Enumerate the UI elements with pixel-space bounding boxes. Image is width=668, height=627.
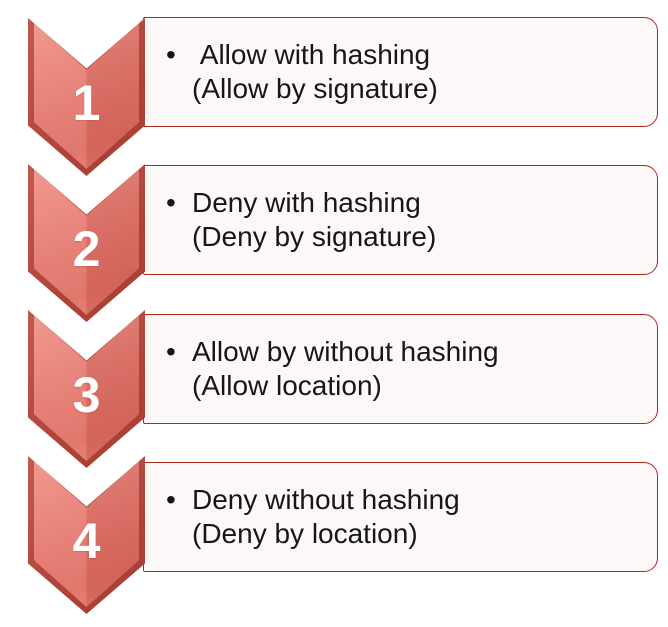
bullet-icon: • [166, 484, 176, 515]
text-box: • Deny with hashing (Deny by signature) [143, 165, 658, 275]
step-number: 4 [72, 513, 101, 570]
text-box: • Allow by without hashing (Allow locati… [143, 314, 658, 424]
step-number: 1 [72, 75, 101, 132]
step-text: Allow by without hashing (Allow location… [192, 336, 499, 401]
step-number: 3 [72, 367, 101, 424]
list-item: • Allow by without hashing (Allow locati… [166, 335, 499, 403]
step-chevron: 4 [28, 456, 145, 614]
step-chevron: 3 [28, 310, 145, 468]
bullet-icon: • [166, 336, 176, 367]
step-chevron: 2 [28, 164, 145, 322]
text-box: • Deny without hashing (Deny by location… [143, 462, 658, 572]
step-text: Deny without hashing (Deny by location) [192, 484, 460, 549]
text-box: • Allow with hashing (Allow by signature… [143, 17, 658, 127]
step-text: Allow with hashing (Allow by signature) [192, 39, 438, 104]
step-text: Deny with hashing (Deny by signature) [192, 187, 437, 252]
list-item: • Deny with hashing (Deny by signature) [166, 186, 436, 254]
step-number: 2 [72, 221, 101, 278]
bullet-icon: • [166, 39, 176, 70]
step-chevron: 1 [28, 18, 145, 176]
bullet-icon: • [166, 187, 176, 218]
list-item: • Allow with hashing (Allow by signature… [166, 38, 438, 106]
chevron-bevel [28, 456, 145, 614]
list-item: • Deny without hashing (Deny by location… [166, 483, 460, 551]
